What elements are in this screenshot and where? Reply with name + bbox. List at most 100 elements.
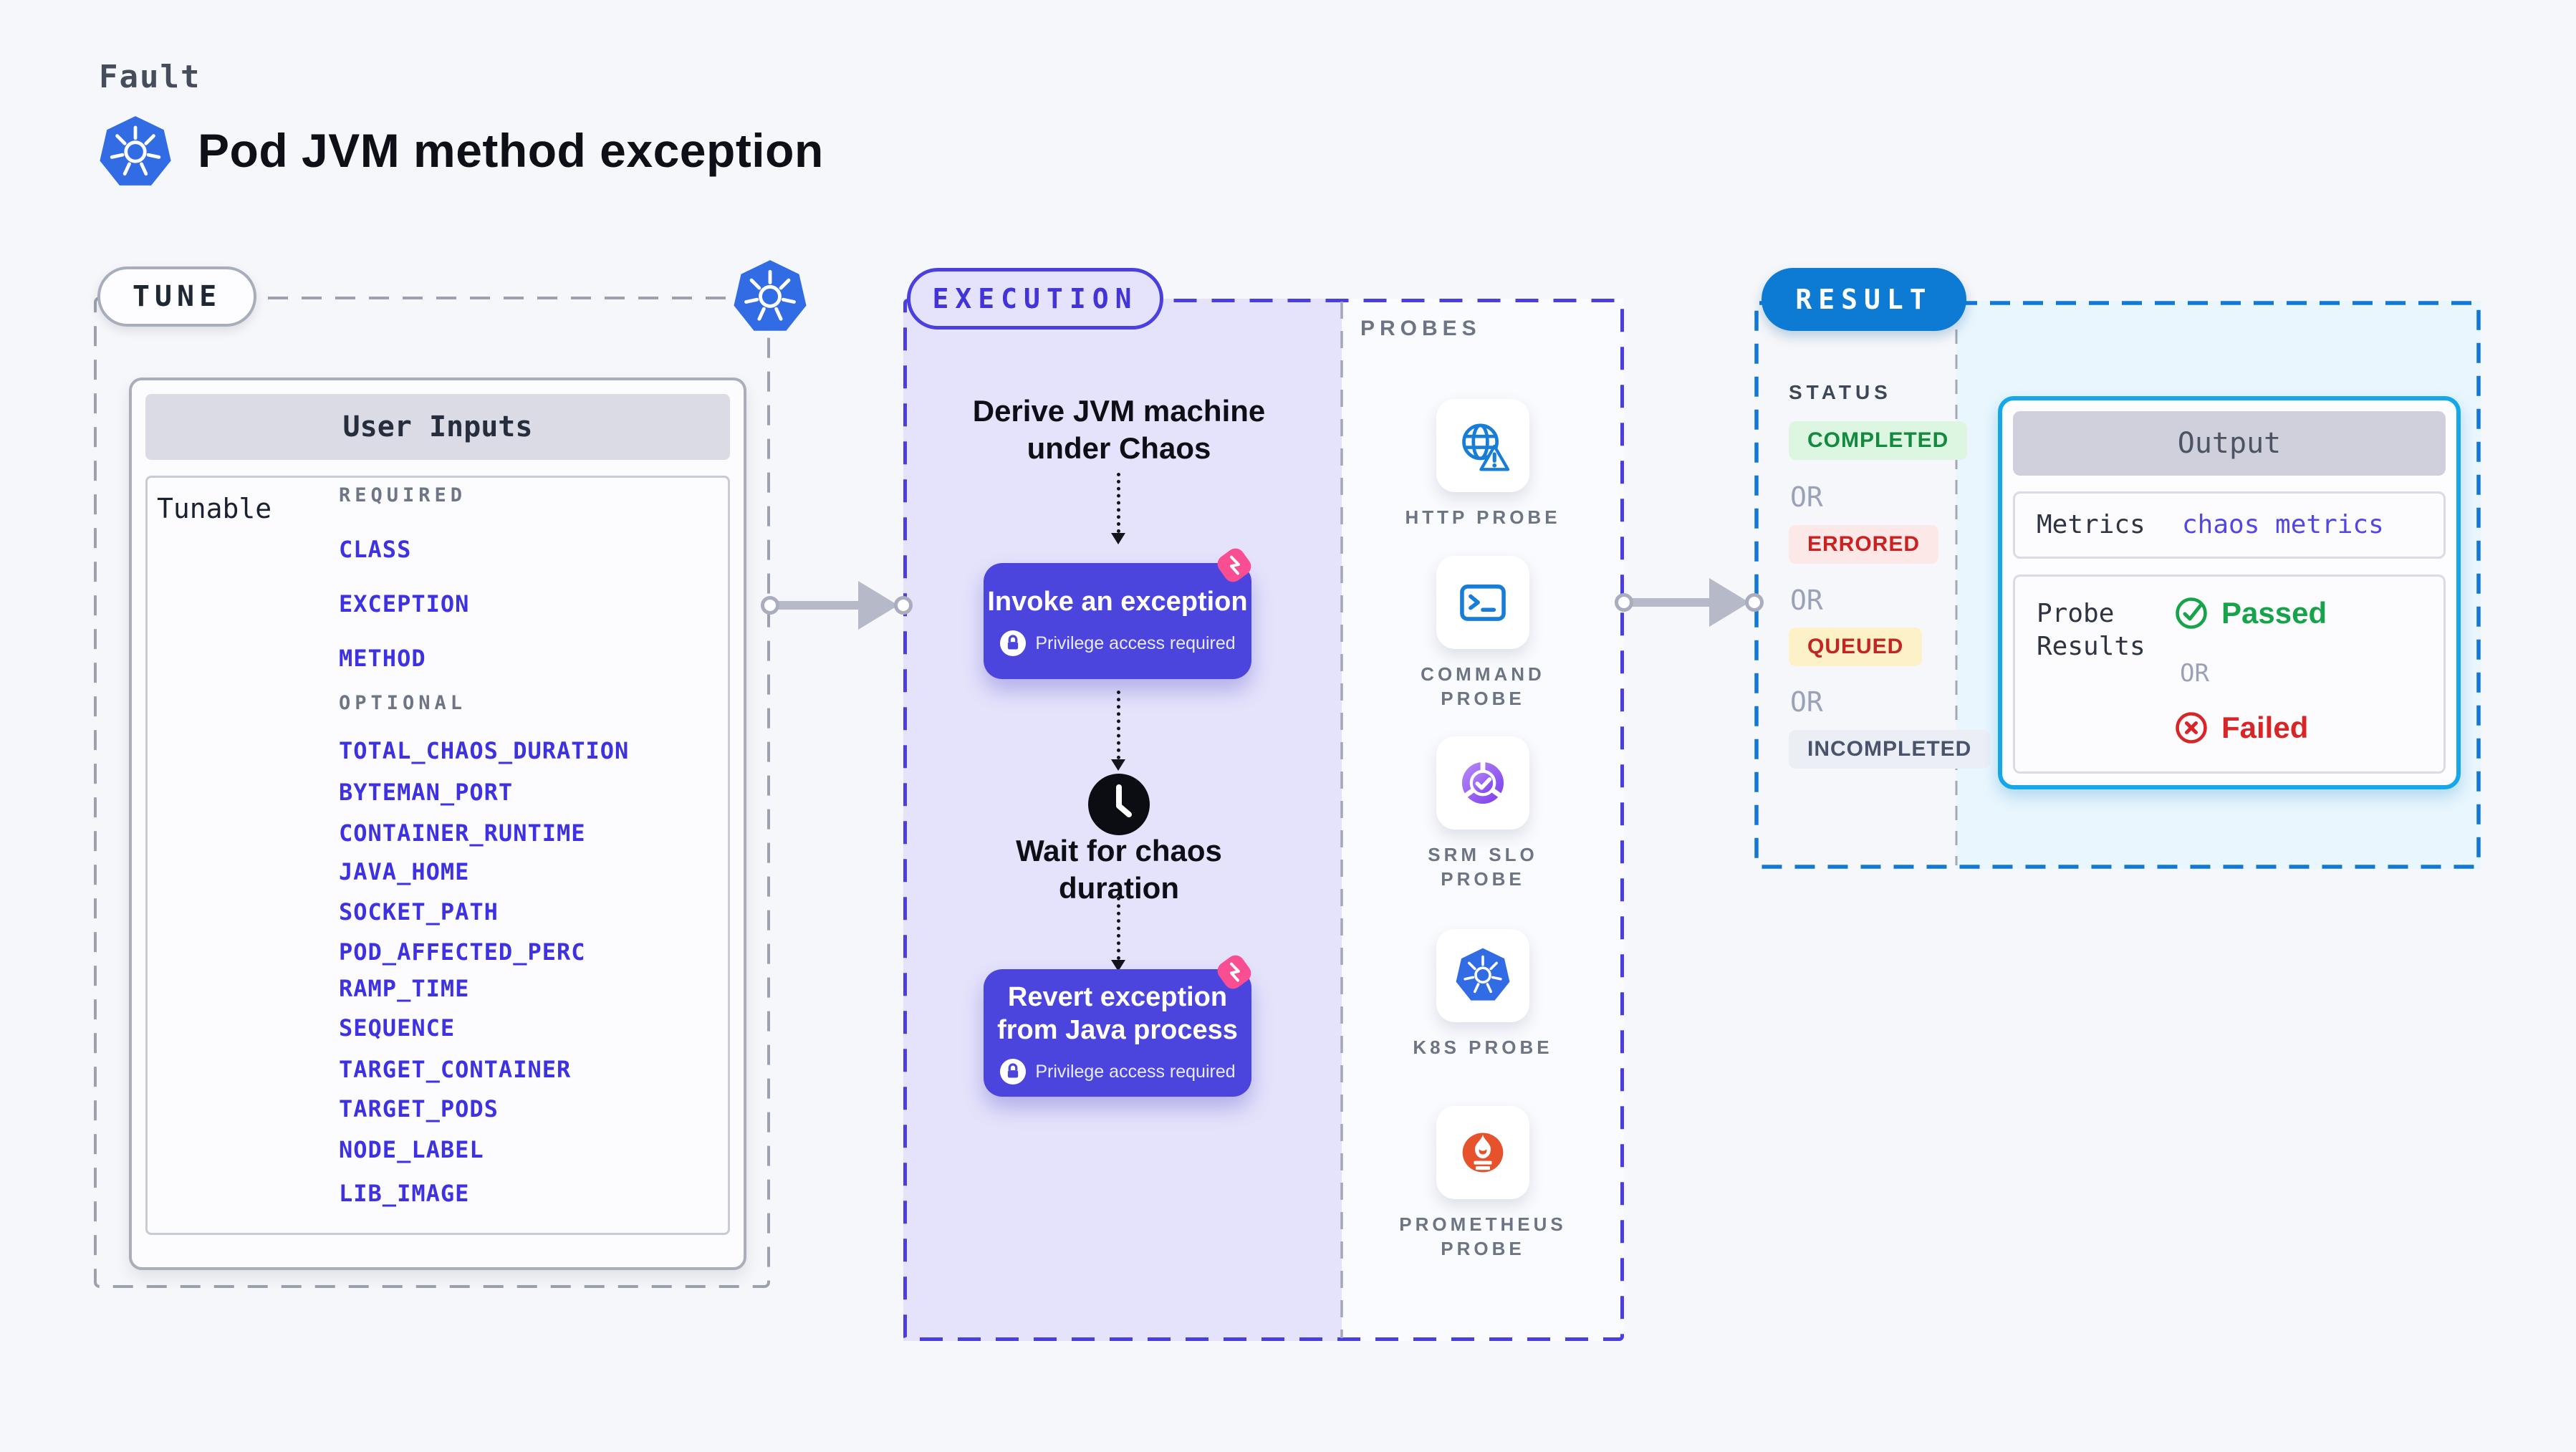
tunable-env-var[interactable]: TARGET_PODS [339,1095,499,1122]
passed-text: Passed [2221,596,2327,630]
tunable-env-var[interactable]: LIB_IMAGE [339,1180,470,1207]
revert-line2: from Java process [997,1015,1238,1045]
tunable-row-label: Tunable [157,493,272,524]
flow-dotted-connector [1117,897,1120,960]
probe-label: HTTP PROBE [1405,505,1560,529]
tunable-env-var[interactable]: TARGET_CONTAINER [339,1056,572,1083]
tunable-env-var[interactable]: TOTAL_CHAOS_DURATION [339,737,630,764]
lock-icon [1000,630,1027,657]
result-dashed-border [1754,301,2481,869]
probe-card[interactable] [1436,556,1529,649]
probe-card[interactable] [1436,399,1529,492]
required-group-label: REQUIRED [339,484,467,506]
privilege-note: Privilege access required [999,1058,1236,1085]
status-badge-errored: ERRORED [1789,525,1939,564]
revert-line1: Revert exception [1007,982,1228,1012]
status-badge-incompleted: INCOMPLETED [1789,730,1991,769]
http-probe-icon [1462,423,1510,471]
status-badge-queued: QUEUED [1789,628,1923,666]
user-inputs-list-box [145,476,730,1235]
revert-exception-step: Revert exception from Java process Privi… [984,969,1251,1097]
probe-card[interactable] [1436,1106,1529,1199]
privilege-note: Privilege access required [999,630,1236,657]
tunable-env-var[interactable]: METHOD [339,645,426,672]
probe-label-line: PROBE [1441,868,1525,890]
tunable-env-var[interactable]: NODE_LABEL [339,1136,484,1163]
invoke-exception-title: Invoke an exception [987,587,1248,617]
privilege-note-text: Privilege access required [1035,1061,1236,1082]
probe-label: SRM SLO PROBE [1428,842,1537,891]
result-phase-pill: RESULT [1762,268,1966,331]
x-circle-icon [2176,712,2207,744]
lock-icon [1000,1058,1027,1085]
tunable-env-var[interactable]: SOCKET_PATH [339,898,499,925]
probe-item-command: COMMAND PROBE [1375,556,1590,711]
or-separator: OR [1790,686,1823,718]
check-circle-icon [2176,597,2207,629]
tunable-env-var[interactable]: EXCEPTION [339,590,470,617]
tune-to-execution-arrow [778,601,861,610]
wait-step [1087,773,1150,840]
wait-step-text: Wait for chaos duration [976,832,1262,907]
probe-label-line: K8S PROBE [1413,1037,1553,1058]
probe-results-label-line: Results [2037,632,2145,661]
probe-item-prometheus: PROMETHEUS PROBE [1375,1106,1590,1261]
probe-item-http: HTTP PROBE [1375,399,1590,529]
probe-label-line: PROBE [1441,1238,1525,1259]
page-title: Pod JVM method exception [198,124,824,177]
derive-step-text: Derive JVM machine under Chaos [940,393,1298,467]
probe-results-label: Probe Results [2037,597,2145,663]
execution-to-result-arrowhead [1709,578,1749,627]
probe-card[interactable] [1436,736,1529,830]
tunable-env-var[interactable]: SEQUENCE [339,1014,456,1042]
invoke-exception-step: Invoke an exception Privilege access req… [984,563,1251,679]
probe-card[interactable] [1436,929,1529,1022]
user-inputs-card [129,378,746,1270]
status-badge-completed: COMPLETED [1789,421,1968,460]
probe-result-passed: Passed [2174,596,2327,630]
wait-step-line1: Wait for chaos [1016,834,1222,867]
probe-label-line: COMMAND [1421,663,1545,685]
probe-results-row [2013,574,2446,774]
srm-slo-probe-icon [1460,758,1506,804]
connector-dot [1615,593,1633,612]
probe-result-failed: Failed [2174,711,2308,745]
tunable-env-var[interactable]: JAVA_HOME [339,858,470,885]
command-probe-icon [1460,585,1506,621]
failed-text: Failed [2221,711,2309,744]
tunable-env-var[interactable]: CONTAINER_RUNTIME [339,819,586,847]
or-separator: OR [2180,659,2209,688]
flow-dotted-arrowhead [1111,960,1125,971]
or-separator: OR [1790,585,1823,616]
probe-item-srm-slo: SRM SLO PROBE [1375,736,1590,891]
connector-dot [761,596,779,615]
flow-dotted-connector [1117,691,1120,759]
probe-label-line: PROMETHEUS [1399,1213,1567,1235]
probe-label-line: PROBE [1441,688,1525,709]
probe-label-line: HTTP PROBE [1405,506,1561,528]
kubernetes-title-icon [97,115,173,191]
flow-dotted-connector [1117,473,1120,533]
flow-dotted-arrowhead [1111,533,1125,544]
derive-step-line2: under Chaos [1027,431,1211,465]
tunable-env-var[interactable]: BYTEMAN_PORT [339,779,514,806]
user-inputs-header: User Inputs [145,394,730,460]
connector-dot [1745,593,1764,612]
execution-phase-pill: EXECUTION [907,268,1163,330]
flow-dotted-arrowhead [1111,759,1125,771]
metrics-label: Metrics [2037,510,2145,539]
clock-icon [1088,774,1150,835]
tunable-env-var[interactable]: POD_AFFECTED_PERC [339,938,586,966]
metrics-value-link[interactable]: chaos metrics [2182,510,2384,539]
tune-phase-pill: TUNE [97,266,256,327]
tunable-env-var[interactable]: CLASS [339,536,412,563]
probe-label-line: SRM SLO [1428,844,1538,865]
execution-dashed-border [903,299,1624,1341]
k8s-probe-icon [1454,947,1512,1002]
fault-eyebrow: Fault [99,59,201,95]
tune-dashed-border [94,297,770,1288]
probe-label: COMMAND PROBE [1421,662,1545,711]
connector-dot [894,596,913,615]
or-separator: OR [1790,481,1823,513]
tunable-env-var[interactable]: RAMP_TIME [339,975,470,1002]
